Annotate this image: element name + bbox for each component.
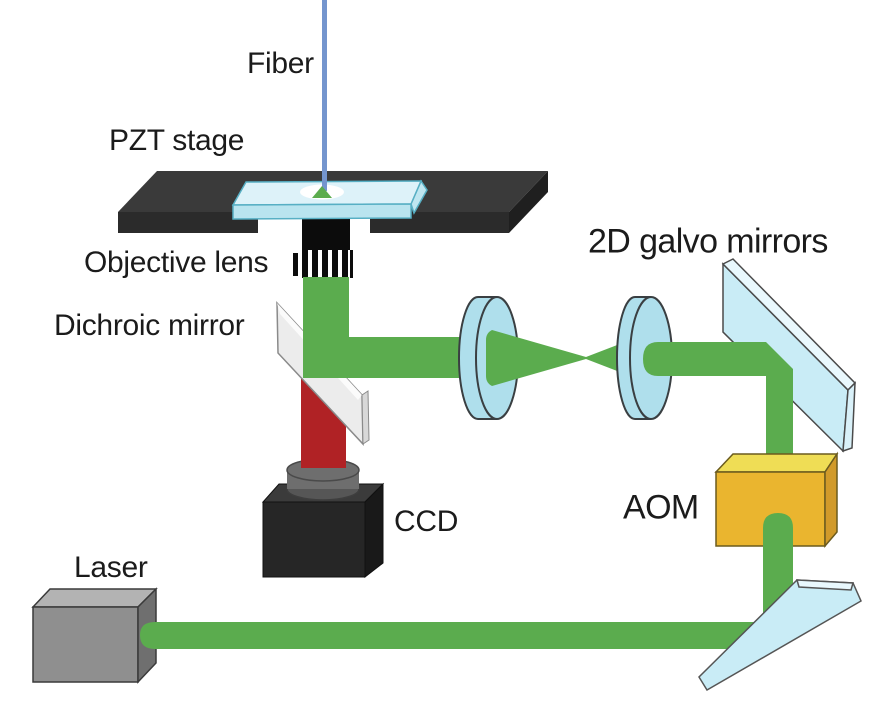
ccd-right-face [364, 482, 384, 579]
fold-mirror-top-strip [795, 579, 854, 591]
label-aom: AOM [623, 488, 699, 527]
ccd-front-face [262, 501, 366, 578]
slide-front-face [232, 203, 412, 220]
label-objective-lens: Objective lens [84, 246, 269, 279]
stage-right-face [509, 171, 548, 233]
dichroic-end-cap [361, 390, 370, 445]
label-pzt-stage: PZT stage [109, 124, 245, 157]
label-ccd: CCD [394, 505, 459, 538]
fiber-line [322, 0, 327, 191]
objective-body [302, 213, 350, 251]
objective-stripe-detached [293, 253, 298, 276]
galvo-end-cap [842, 381, 856, 453]
beam-diverging [586, 342, 625, 374]
label-fiber: Fiber [247, 47, 314, 80]
laser-top-face [31, 588, 158, 608]
laser-beam [140, 622, 770, 649]
beam-to-galvo-elbow [643, 342, 793, 456]
label-laser: Laser [74, 551, 148, 584]
objective-stripes [293, 250, 353, 278]
laser-box [31, 587, 158, 684]
aom-top-face [714, 453, 839, 473]
objective-lens [293, 213, 353, 278]
label-galvo: 2D galvo mirrors [588, 222, 828, 261]
fiber-emission-cone [312, 186, 332, 198]
beam-converging [486, 330, 586, 386]
fold-mirror [698, 579, 862, 692]
ccd-camera [261, 482, 385, 579]
galvo-mirror [721, 258, 857, 453]
laser-front-face [32, 606, 139, 683]
label-dichroic-mirror: Dichroic mirror [54, 309, 245, 342]
aom-right-face [824, 451, 838, 549]
excitation-beam-L [303, 277, 475, 378]
